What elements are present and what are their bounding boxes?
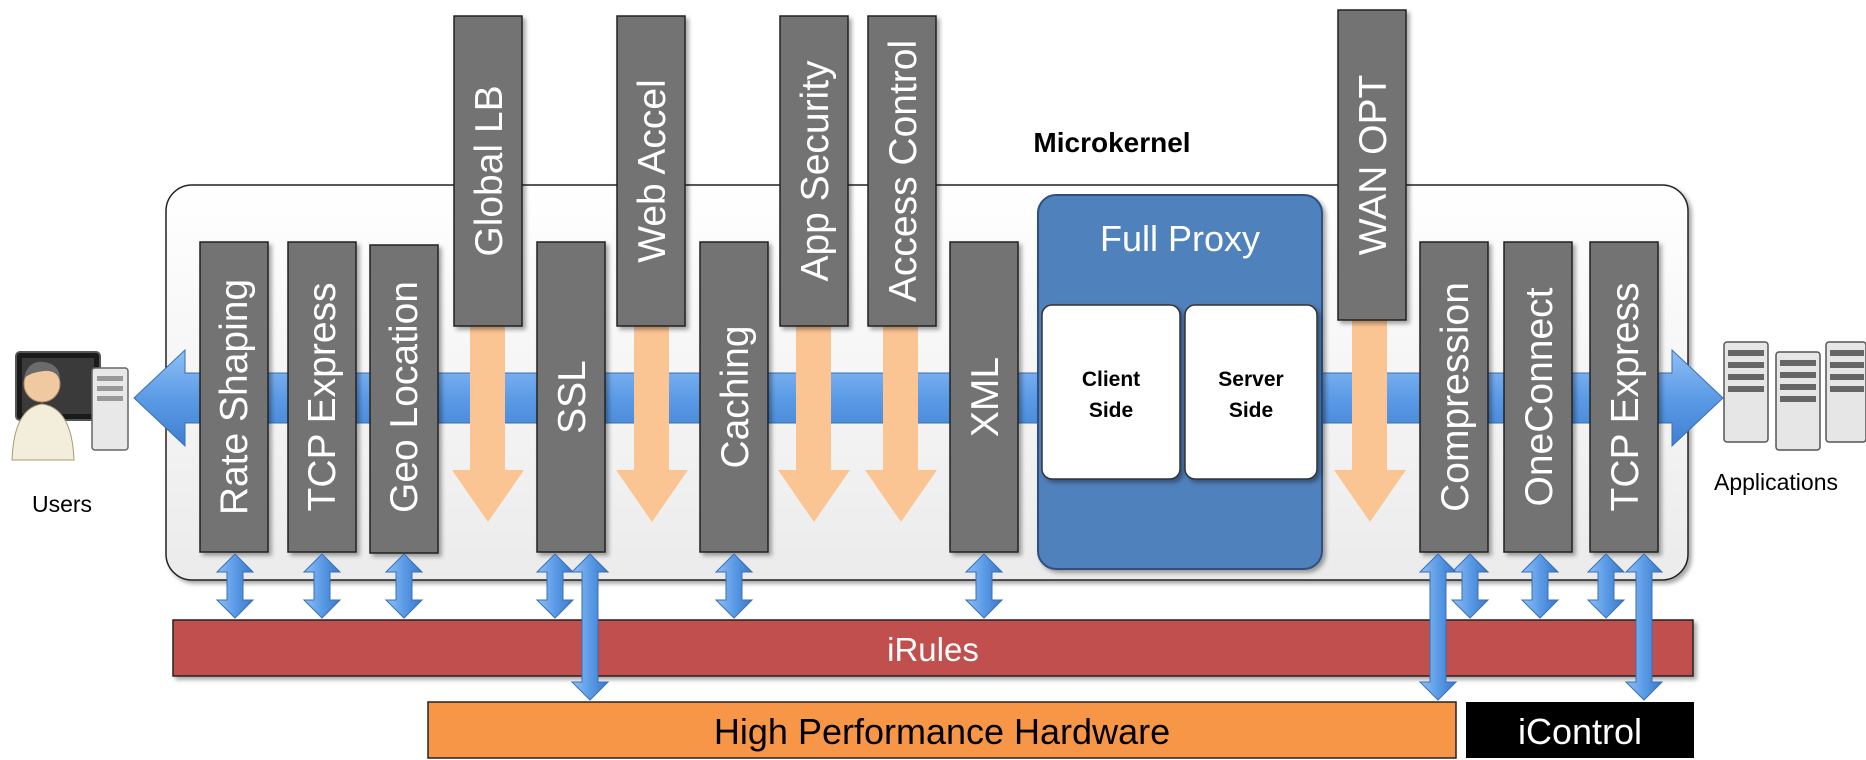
full-proxy-title: Full Proxy [1100,218,1260,259]
module-rate-shaping: Rate Shaping [199,241,269,553]
hardware-bar [427,701,1457,759]
hardware-label: High Performance Hardware [714,711,1170,752]
client-side-box [1041,304,1181,480]
module-access-control: Access Control [867,15,937,327]
module-geo-location: Geo Location [369,244,439,554]
module-label-global-lb: Global LB [468,85,511,256]
icontrol-bar [1466,702,1694,758]
irules-label: iRules [887,631,979,668]
module-compression: Compression [1419,241,1489,553]
traffic-flow-arrow [133,348,1724,448]
server-side-label-2: Side [1229,399,1273,422]
irules-connector-tcp-express-left [302,553,342,619]
module-label-caching: Caching [714,325,757,468]
hardware-connector-ssl [570,553,610,701]
hardware-connector-compression [1418,553,1458,701]
module-label-web-accel: Web Accel [631,79,674,263]
wan-opt-down-arrow [1334,318,1406,522]
module-label-access-control: Access Control [882,40,925,302]
irules-connector-xml [964,553,1004,619]
hardware-connector-arrows [570,553,1664,701]
module-ssl: SSL [536,241,606,553]
global-lb-down-arrow [452,322,524,522]
module-tcp-express-right: TCP Express [1589,241,1659,553]
module-label-app-security: App Security [794,60,837,282]
irules-connector-compression [1450,553,1490,619]
app-security-down-arrow [778,322,850,522]
module-label-ssl: SSL [551,360,594,434]
module-label-xml: XML [964,357,1007,437]
irules-connector-tcp-express-right [1586,553,1626,619]
module-caching: Caching [699,241,769,553]
icontrol-label: iControl [1518,711,1642,752]
users-icon [11,351,129,461]
module-label-tcp-express-left: TCP Express [301,282,344,511]
server-side-box [1184,304,1318,480]
irules-connector-geo-location [384,553,424,619]
server-side-label-1: Server [1218,368,1283,391]
module-xml: XML [949,241,1019,553]
access-control-down-arrow [865,322,937,522]
module-label-rate-shaping: Rate Shaping [213,279,256,515]
users-label: Users [32,491,92,517]
applications-label: Applications [1714,469,1838,495]
icontrol-connector [1624,553,1664,701]
microkernel-label: Microkernel [1033,127,1190,158]
irules-connector-arrows [215,553,1626,619]
orange-arrows [452,318,1406,522]
module-label-wan-opt: WAN OPT [1352,75,1395,256]
web-accel-down-arrow [616,322,688,522]
irules-connector-rate-shaping [215,553,255,619]
irules-connector-ssl [535,553,575,619]
client-side-label-2: Side [1089,399,1133,422]
irules-connector-caching [714,553,754,619]
client-side-label-1: Client [1082,368,1140,391]
module-global-lb: Global LB [453,15,523,327]
module-tcp-express-left: TCP Express [287,241,357,553]
module-app-security: App Security [779,15,849,327]
irules-connector-oneconnect [1520,553,1560,619]
module-wan-opt: WAN OPT [1337,9,1407,321]
module-web-accel: Web Accel [616,15,686,327]
module-label-tcp-express-right: TCP Express [1604,282,1647,511]
module-oneconnect: OneConnect [1503,241,1573,553]
module-label-oneconnect: OneConnect [1518,287,1561,506]
module-label-geo-location: Geo Location [383,281,426,513]
applications-icon [1723,341,1866,451]
module-label-compression: Compression [1434,282,1477,512]
